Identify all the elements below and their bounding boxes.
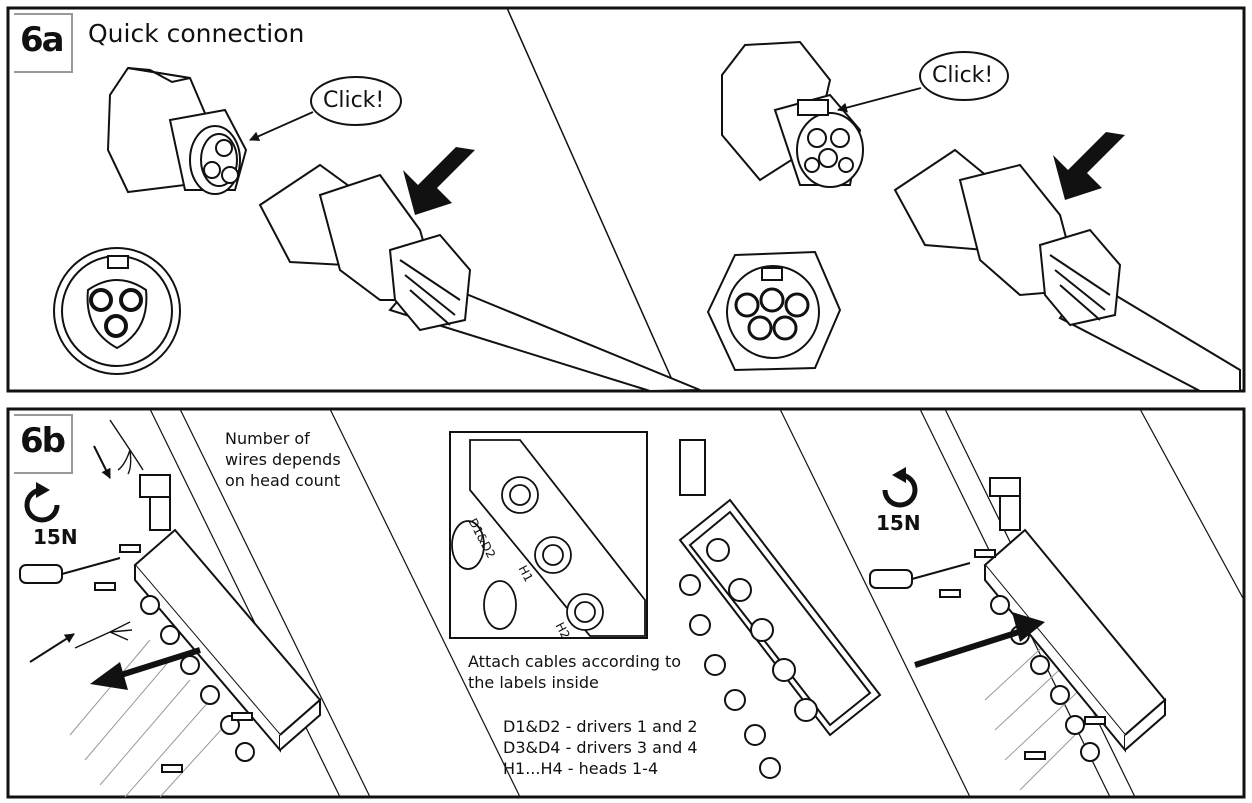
wall-lines-left xyxy=(149,408,521,798)
rotate-cw-icon xyxy=(882,472,918,508)
wall-hatching-left xyxy=(69,639,231,798)
legend-line-drivers-1-2: D1&D2 - drivers 1 and 2 xyxy=(503,717,698,736)
junction-box-left xyxy=(133,474,322,762)
panel-6a xyxy=(6,6,1246,393)
inset-label-detail xyxy=(449,431,648,639)
socket-3pin-illustration xyxy=(106,66,248,195)
wire-bundle-low xyxy=(74,621,133,649)
step-badge-6b xyxy=(14,414,73,474)
step-number-6b: 6b xyxy=(20,421,66,461)
plug-5pin-illustration xyxy=(893,148,1241,392)
screwdriver-left xyxy=(19,557,121,584)
insert-arrow-left xyxy=(403,147,475,215)
click-pointer-left xyxy=(249,111,314,141)
screws-right xyxy=(939,549,1106,760)
click-label-left: Click! xyxy=(323,88,385,113)
push-arrow-right-shaft xyxy=(914,627,1026,668)
screws-left xyxy=(94,544,253,773)
wire-insert-arrow-low xyxy=(29,633,75,663)
wires-note: Number of wires depends on head count xyxy=(225,428,341,491)
label-legend: D1&D2 - drivers 1 and 2 D3&D4 - drivers … xyxy=(503,716,698,779)
insert-arrow-right xyxy=(1053,132,1125,200)
socket-5pin-illustration xyxy=(721,40,864,188)
wires-note-line-1: Number of xyxy=(225,429,310,448)
click-bubble-left xyxy=(310,76,402,126)
junction-box-middle xyxy=(678,439,882,779)
legend-line-heads: H1...H4 - heads 1-4 xyxy=(503,759,659,778)
attach-note-line-2: the labels inside xyxy=(468,673,599,692)
torque-label-left: 15N xyxy=(33,525,78,549)
socket-3pin-front-view xyxy=(53,247,181,375)
panel-divider-line xyxy=(506,7,678,392)
panel-6b xyxy=(6,407,1246,799)
attach-note-line-1: Attach cables according to xyxy=(468,652,682,671)
wires-note-line-3: on head count xyxy=(225,471,341,490)
step-number-6a: 6a xyxy=(20,20,65,60)
rotate-ccw-icon xyxy=(24,487,60,523)
step-badge-6a xyxy=(14,13,73,73)
attach-note: Attach cables according to the labels in… xyxy=(468,651,681,693)
wires-note-line-2: wires depends xyxy=(225,450,341,469)
legend-line-drivers-3-4: D3&D4 - drivers 3 and 4 xyxy=(503,738,698,757)
wall-lines-mid xyxy=(779,408,971,798)
wire-insert-arrow xyxy=(93,445,111,479)
screwdriver-right xyxy=(869,562,971,589)
socket-5pin-front-view xyxy=(706,250,842,372)
push-arrow-right-head xyxy=(1012,612,1045,642)
wire-bundle-top xyxy=(109,419,144,475)
section-title: Quick connection xyxy=(88,19,305,48)
click-pointer-right xyxy=(837,87,922,113)
pull-arrow-left-head xyxy=(90,662,128,690)
click-bubble-right xyxy=(919,51,1009,101)
plug-3pin-illustration xyxy=(258,163,701,393)
torque-label-right: 15N xyxy=(876,511,921,535)
junction-box-right xyxy=(983,477,1167,762)
click-label-right: Click! xyxy=(932,63,994,88)
